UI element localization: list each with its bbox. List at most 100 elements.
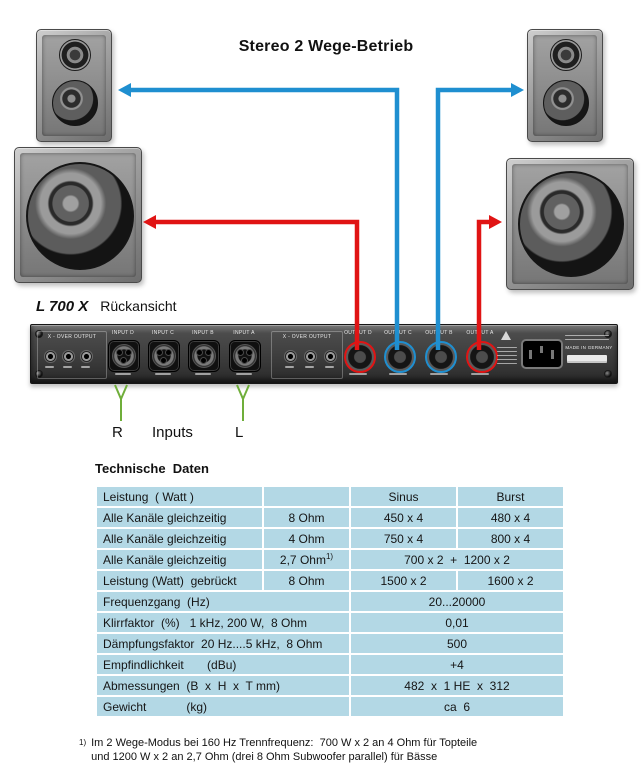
cell: Leistung ( Watt )	[97, 487, 262, 506]
tiny-label	[285, 366, 294, 368]
xover-jack	[284, 350, 297, 363]
mains-pin	[529, 350, 532, 359]
arrowhead-high-left	[118, 83, 131, 97]
monitor-speaker-top-left	[36, 29, 112, 142]
table-row: Abmessungen (B x H x T mm) 482 x 1 HE x …	[97, 676, 563, 695]
cell: Alle Kanäle gleichzeitig	[97, 550, 262, 569]
input-marker-line-right-channel	[114, 384, 128, 421]
pin-hole	[242, 358, 247, 363]
cell: Empfindlichkeit (dBu)	[97, 655, 349, 674]
xover-section-label: X - OVER OUTPUT	[282, 334, 332, 340]
cell: 20...20000	[351, 592, 563, 611]
woofer-driver	[543, 80, 589, 126]
tiny-label	[497, 355, 517, 356]
tweeter-driver	[59, 39, 91, 71]
mains-inlet	[521, 339, 563, 369]
subwoofer-driver	[26, 162, 134, 270]
tiny-label	[115, 373, 131, 375]
inputs-label: Inputs	[152, 424, 193, 441]
tiny-label	[63, 366, 72, 368]
warning-icon	[501, 331, 511, 340]
input-c-label: INPUT C	[151, 330, 174, 336]
arrowhead-low-left	[143, 215, 156, 229]
output-connector-c	[384, 341, 416, 373]
cell: 1600 x 2	[458, 571, 563, 590]
tiny-label	[155, 373, 171, 375]
tiny-label	[45, 366, 54, 368]
table-row: Alle Kanäle gleichzeitig 8 Ohm 450 x 4 4…	[97, 508, 563, 527]
footnote-line-2: und 1200 W x 2 an 2,7 Ohm (drei 8 Ohm Su…	[91, 751, 438, 763]
high-signal-line-right	[435, 87, 511, 350]
footnote-marker: 1)	[79, 738, 87, 747]
tiny-label	[497, 359, 517, 360]
cell: Frequenzgang (Hz)	[97, 592, 349, 611]
model-caption: L 700 X Rückansicht	[36, 298, 177, 315]
cell: 700 x 2 + 1200 x 2	[351, 550, 563, 569]
subwoofer-speaker-left	[14, 147, 142, 283]
footnote-text: Im 2 Wege-Modus bei 160 Hz Trennfrequenz…	[91, 736, 477, 764]
tiny-label	[81, 366, 90, 368]
input-b-label: INPUT B	[192, 330, 214, 336]
tiny-label	[195, 373, 211, 375]
cell: 800 x 4	[458, 529, 563, 548]
cell: 0,01	[351, 613, 563, 632]
cell: Alle Kanäle gleichzeitig	[97, 508, 262, 527]
view-label: Rückansicht	[100, 298, 177, 314]
table-row: Alle Kanäle gleichzeitig 2,7 Ohm1) 700 x…	[97, 550, 563, 569]
mains-pin	[551, 350, 554, 359]
table-row: Dämpfungsfaktor 20 Hz....5 kHz, 8 Ohm 50…	[97, 634, 563, 653]
cell: Klirrfaktor (%) 1 kHz, 200 W, 8 Ohm	[97, 613, 349, 632]
xover-section-label: X - OVER OUTPUT	[47, 334, 97, 340]
pin-hole	[121, 358, 126, 363]
tweeter-driver	[550, 39, 582, 71]
input-d-label: INPUT D	[111, 330, 134, 336]
pin-hole	[206, 350, 211, 355]
tiny-label	[471, 373, 489, 375]
cell: +4	[351, 655, 563, 674]
table-row: Empfindlichkeit (dBu) +4	[97, 655, 563, 674]
table-row: Klirrfaktor (%) 1 kHz, 200 W, 8 Ohm 0,01	[97, 613, 563, 632]
monitor-speaker-top-right	[527, 29, 603, 142]
tiny-label	[236, 373, 252, 375]
tiny-label	[325, 366, 334, 368]
cell: 2,7 Ohm1)	[264, 550, 349, 569]
tiny-label	[349, 373, 367, 375]
cell: 750 x 4	[351, 529, 456, 548]
table-row: Gewicht (kg) ca 6	[97, 697, 563, 716]
tiny-label	[565, 335, 609, 336]
made-in-label: MADE IN GERMANY	[565, 345, 613, 350]
mounting-hole	[605, 371, 611, 377]
pin-hole	[247, 350, 252, 355]
cell: 1500 x 2	[351, 571, 456, 590]
spec-table: Leistung ( Watt ) Sinus Burst Alle Kanäl…	[95, 485, 565, 718]
pin-hole	[161, 358, 166, 363]
cell: 450 x 4	[351, 508, 456, 527]
xover-jack	[304, 350, 317, 363]
tiny-label	[565, 339, 609, 340]
pin-hole	[126, 350, 131, 355]
xover-output-section-right: X - OVER OUTPUT	[271, 331, 343, 379]
cell: 8 Ohm	[264, 508, 349, 527]
cell	[264, 487, 349, 506]
input-a-label: INPUT A	[233, 330, 255, 336]
table-row: Leistung (Watt) gebrückt 8 Ohm 1500 x 2 …	[97, 571, 563, 590]
output-d-label: OUTPUT D	[344, 330, 372, 336]
footnote: 1) Im 2 Wege-Modus bei 160 Hz Trennfrequ…	[79, 736, 477, 764]
output-b-label: OUTPUT B	[425, 330, 453, 336]
combo-ring	[152, 344, 176, 368]
pin-hole	[197, 350, 202, 355]
output-c-label: OUTPUT C	[384, 330, 412, 336]
input-marker-right-channel: R	[112, 424, 123, 441]
page-title: Stereo 2 Wege-Betrieb	[238, 38, 414, 55]
table-header-row: Leistung ( Watt ) Sinus Burst	[97, 487, 563, 506]
output-connector-d	[344, 341, 376, 373]
input-connector-a	[229, 340, 261, 372]
output-connector-a	[466, 341, 498, 373]
footnote-line-1: Im 2 Wege-Modus bei 160 Hz Trennfrequenz…	[91, 737, 478, 749]
cell: Sinus	[351, 487, 456, 506]
pin-hole	[201, 358, 206, 363]
pin-hole	[238, 350, 243, 355]
cell-text: 2,7 Ohm	[279, 553, 326, 567]
input-marker-left-channel: L	[235, 424, 244, 441]
